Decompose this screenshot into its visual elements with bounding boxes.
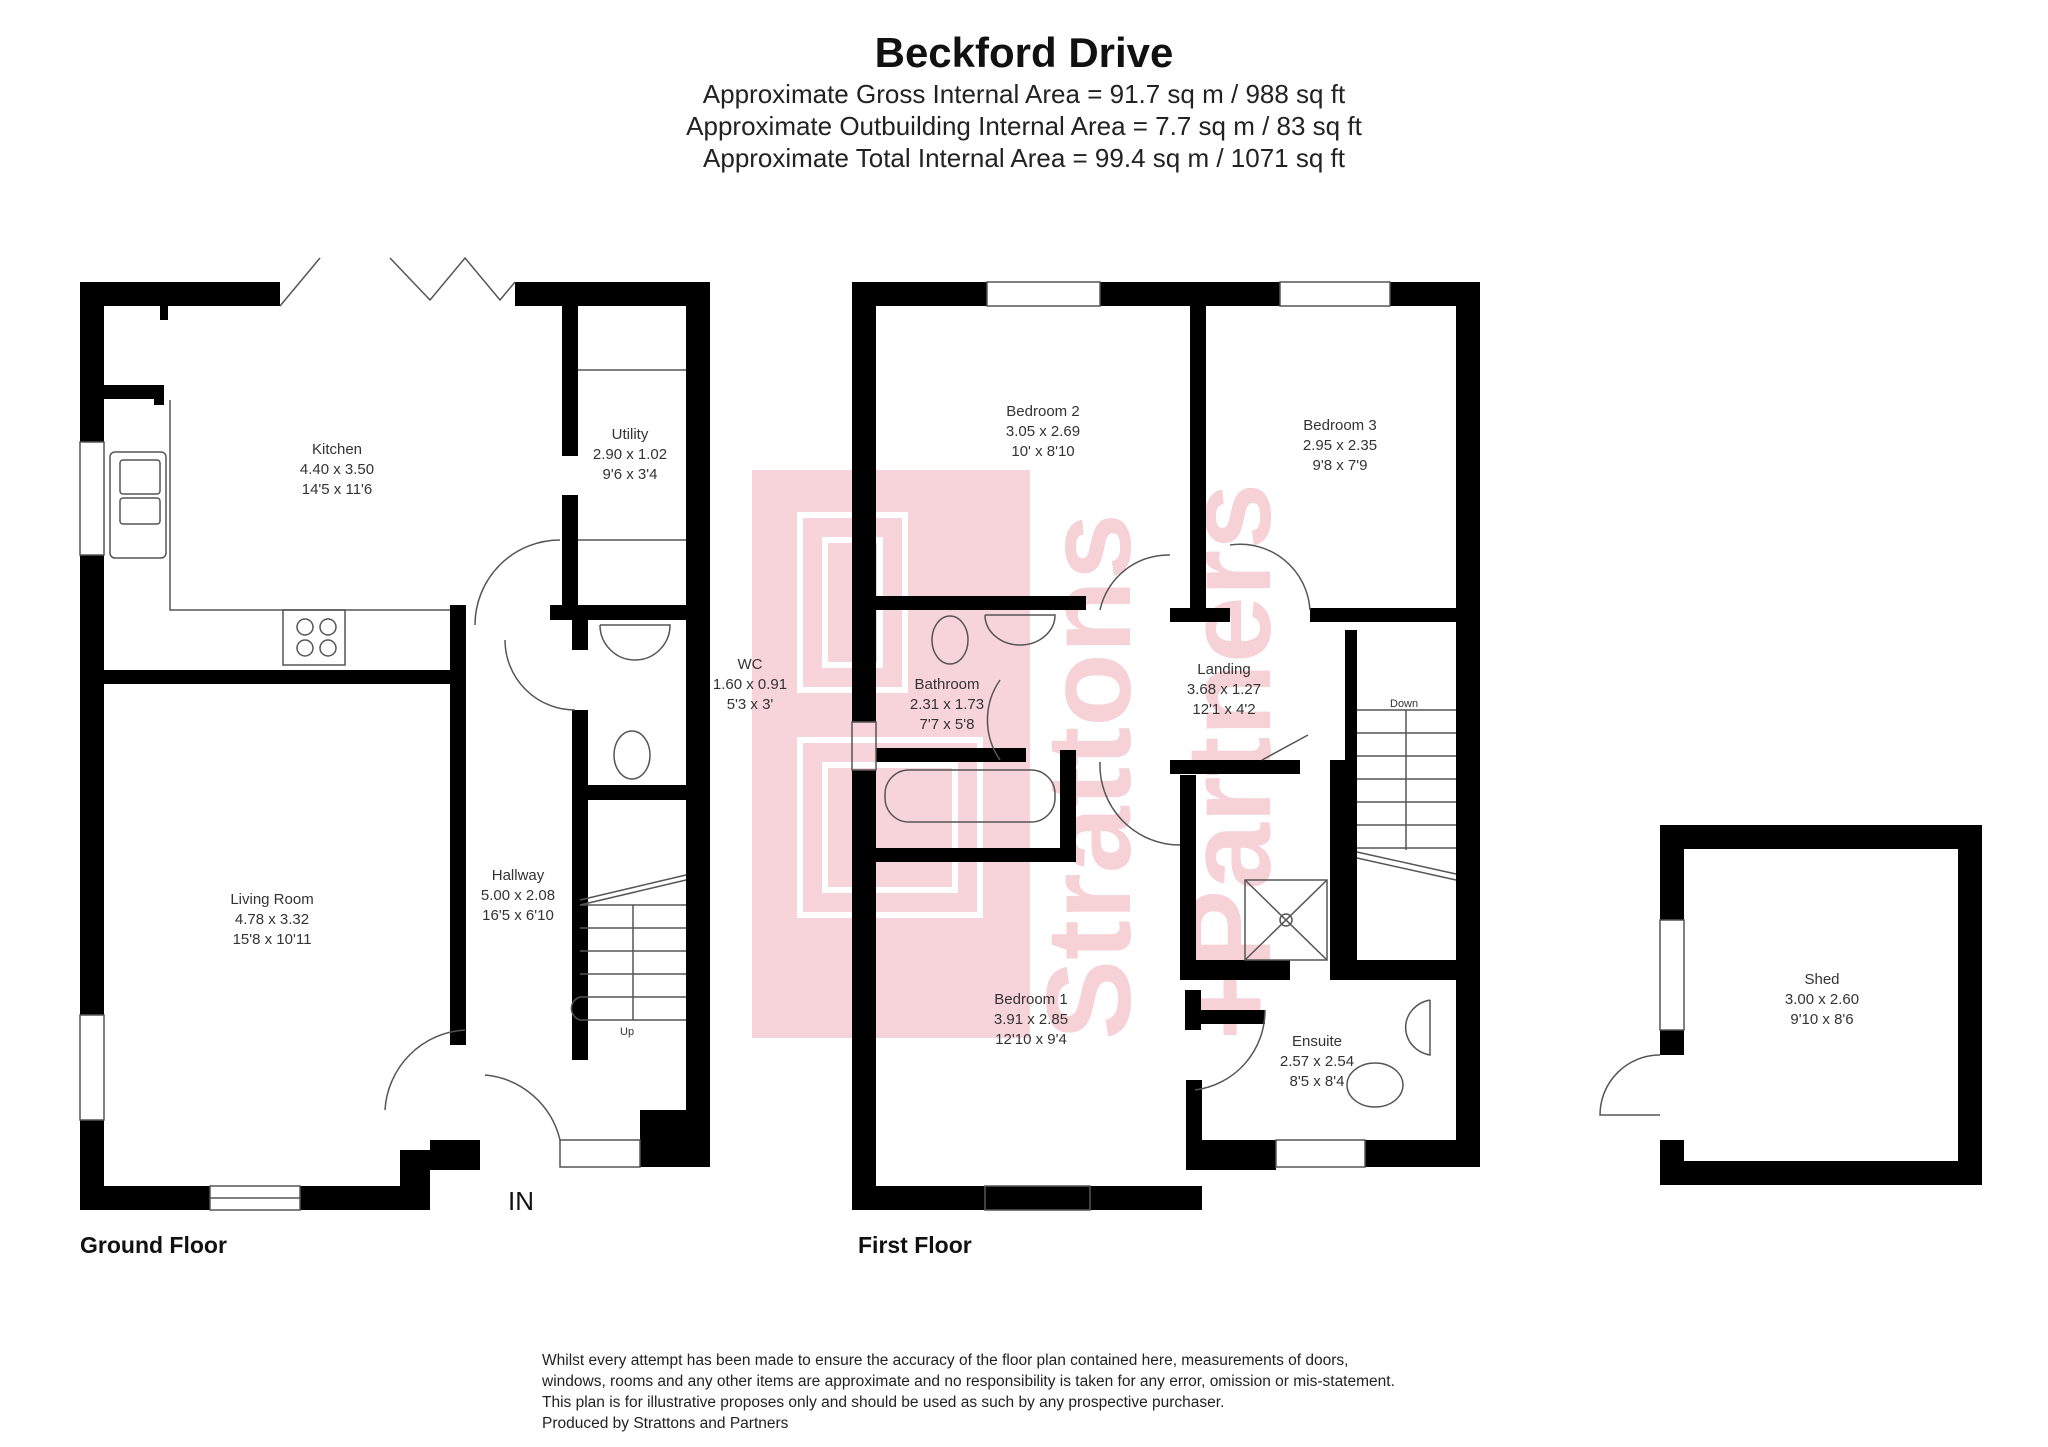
plan-header: Beckford Drive Approximate Gross Interna… (0, 28, 2048, 174)
room-utility: Utility 2.90 x 1.02 9'6 x 3'4 (592, 426, 668, 483)
room-shed: Shed 3.00 x 2.60 9'10 x 8'6 (1784, 971, 1860, 1028)
room-hallway: Hallway 5.00 x 2.08 16'5 x 6'10 (480, 867, 556, 924)
room-kitchen: Kitchen 4.40 x 3.50 14'5 x 11'6 (299, 441, 375, 498)
room-wc: WC 1.60 x 0.91 5'3 x 3' (712, 656, 788, 713)
entrance-label: IN (508, 1186, 534, 1216)
disclaimer-text: Whilst every attempt has been made to en… (542, 1352, 1395, 1432)
stairs-down-label: Down (1390, 698, 1419, 710)
ground-floor-label: Ground Floor (80, 1232, 227, 1258)
room-landing: Landing 3.68 x 1.27 12'1 x 4'2 (1186, 661, 1262, 718)
room-ensuite: Ensuite 2.57 x 2.54 8'5 x 8'4 (1279, 1033, 1355, 1090)
total-area-text: Approximate Total Internal Area = 99.4 s… (703, 143, 1345, 173)
gross-area-text: Approximate Gross Internal Area = 91.7 s… (702, 79, 1346, 109)
room-bedroom-1: Bedroom 1 3.91 x 2.85 12'10 x 9'4 (993, 991, 1069, 1048)
room-bedroom-3: Bedroom 3 2.95 x 2.35 9'8 x 7'9 (1302, 417, 1378, 474)
room-bedroom-2: Bedroom 2 3.05 x 2.69 10' x 8'10 (1005, 403, 1081, 460)
room-bathroom: Bathroom 2.31 x 1.73 7'7 x 5'8 (909, 676, 985, 733)
stairs-up-label: Up (620, 1026, 635, 1038)
first-floor-label: First Floor (858, 1232, 972, 1258)
property-title: Beckford Drive (874, 29, 1174, 76)
room-living-room: Living Room 4.78 x 3.32 15'8 x 10'11 (230, 891, 314, 948)
outbuilding-area-text: Approximate Outbuilding Internal Area = … (686, 111, 1362, 141)
